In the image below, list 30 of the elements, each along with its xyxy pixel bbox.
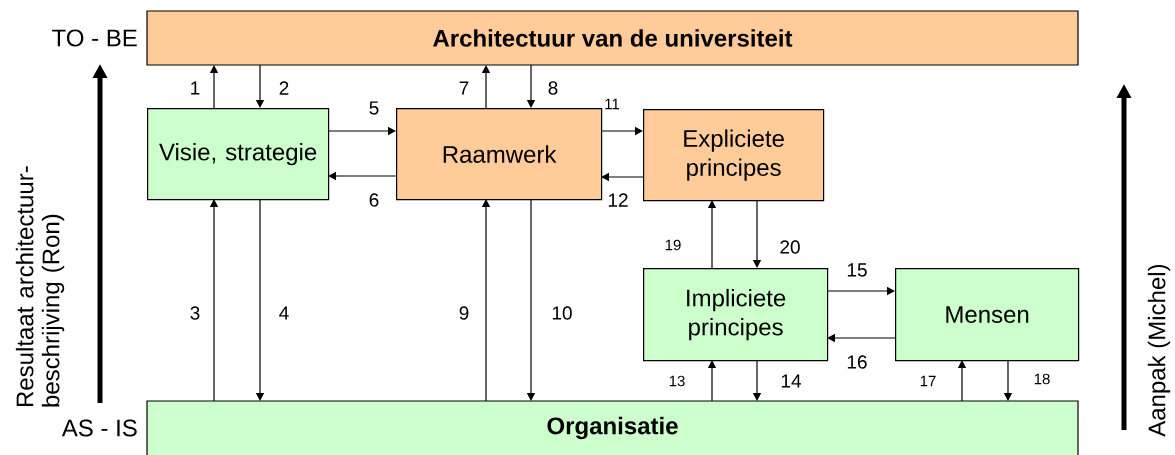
process-box: Mensen (895, 268, 1080, 362)
band: Architectuur van de universiteit (146, 10, 1079, 66)
edge-label: 15 (845, 262, 869, 278)
edge-label: 4 (277, 305, 291, 321)
edge-label: 5 (367, 100, 381, 116)
axis-label: Resultaat architectuur- beschrijving (Ron) (15, 166, 65, 407)
edge-label: 18 (1032, 372, 1052, 386)
process-box: Impliciete principes (643, 268, 829, 362)
process-box: Raamwerk (396, 108, 603, 201)
edge-label: 1 (188, 80, 202, 96)
edge-label: 17 (918, 374, 938, 388)
process-box: Visie, strategie (147, 108, 330, 201)
edge-label: 10 (550, 305, 574, 321)
edge-label: 19 (663, 238, 683, 252)
edge-label: 9 (457, 305, 471, 321)
edge-label: 13 (667, 374, 687, 388)
edge-label: 8 (546, 80, 560, 96)
edge-label: 20 (778, 239, 802, 255)
edge-label: 6 (367, 192, 381, 208)
process-box: Expliciete principes (643, 109, 825, 202)
edge-label: 11 (603, 97, 621, 111)
edge-label: 14 (779, 373, 803, 389)
edge-label: 16 (845, 354, 869, 370)
state-label: TO - BE (52, 29, 137, 47)
edge-label: 7 (457, 80, 471, 96)
edge-label: 3 (188, 305, 202, 321)
band: Organisatie (146, 400, 1079, 455)
edge-label: 12 (606, 192, 630, 208)
axis-label: Aanpak (Michel) (1147, 264, 1171, 437)
edge-label: 2 (277, 80, 291, 96)
